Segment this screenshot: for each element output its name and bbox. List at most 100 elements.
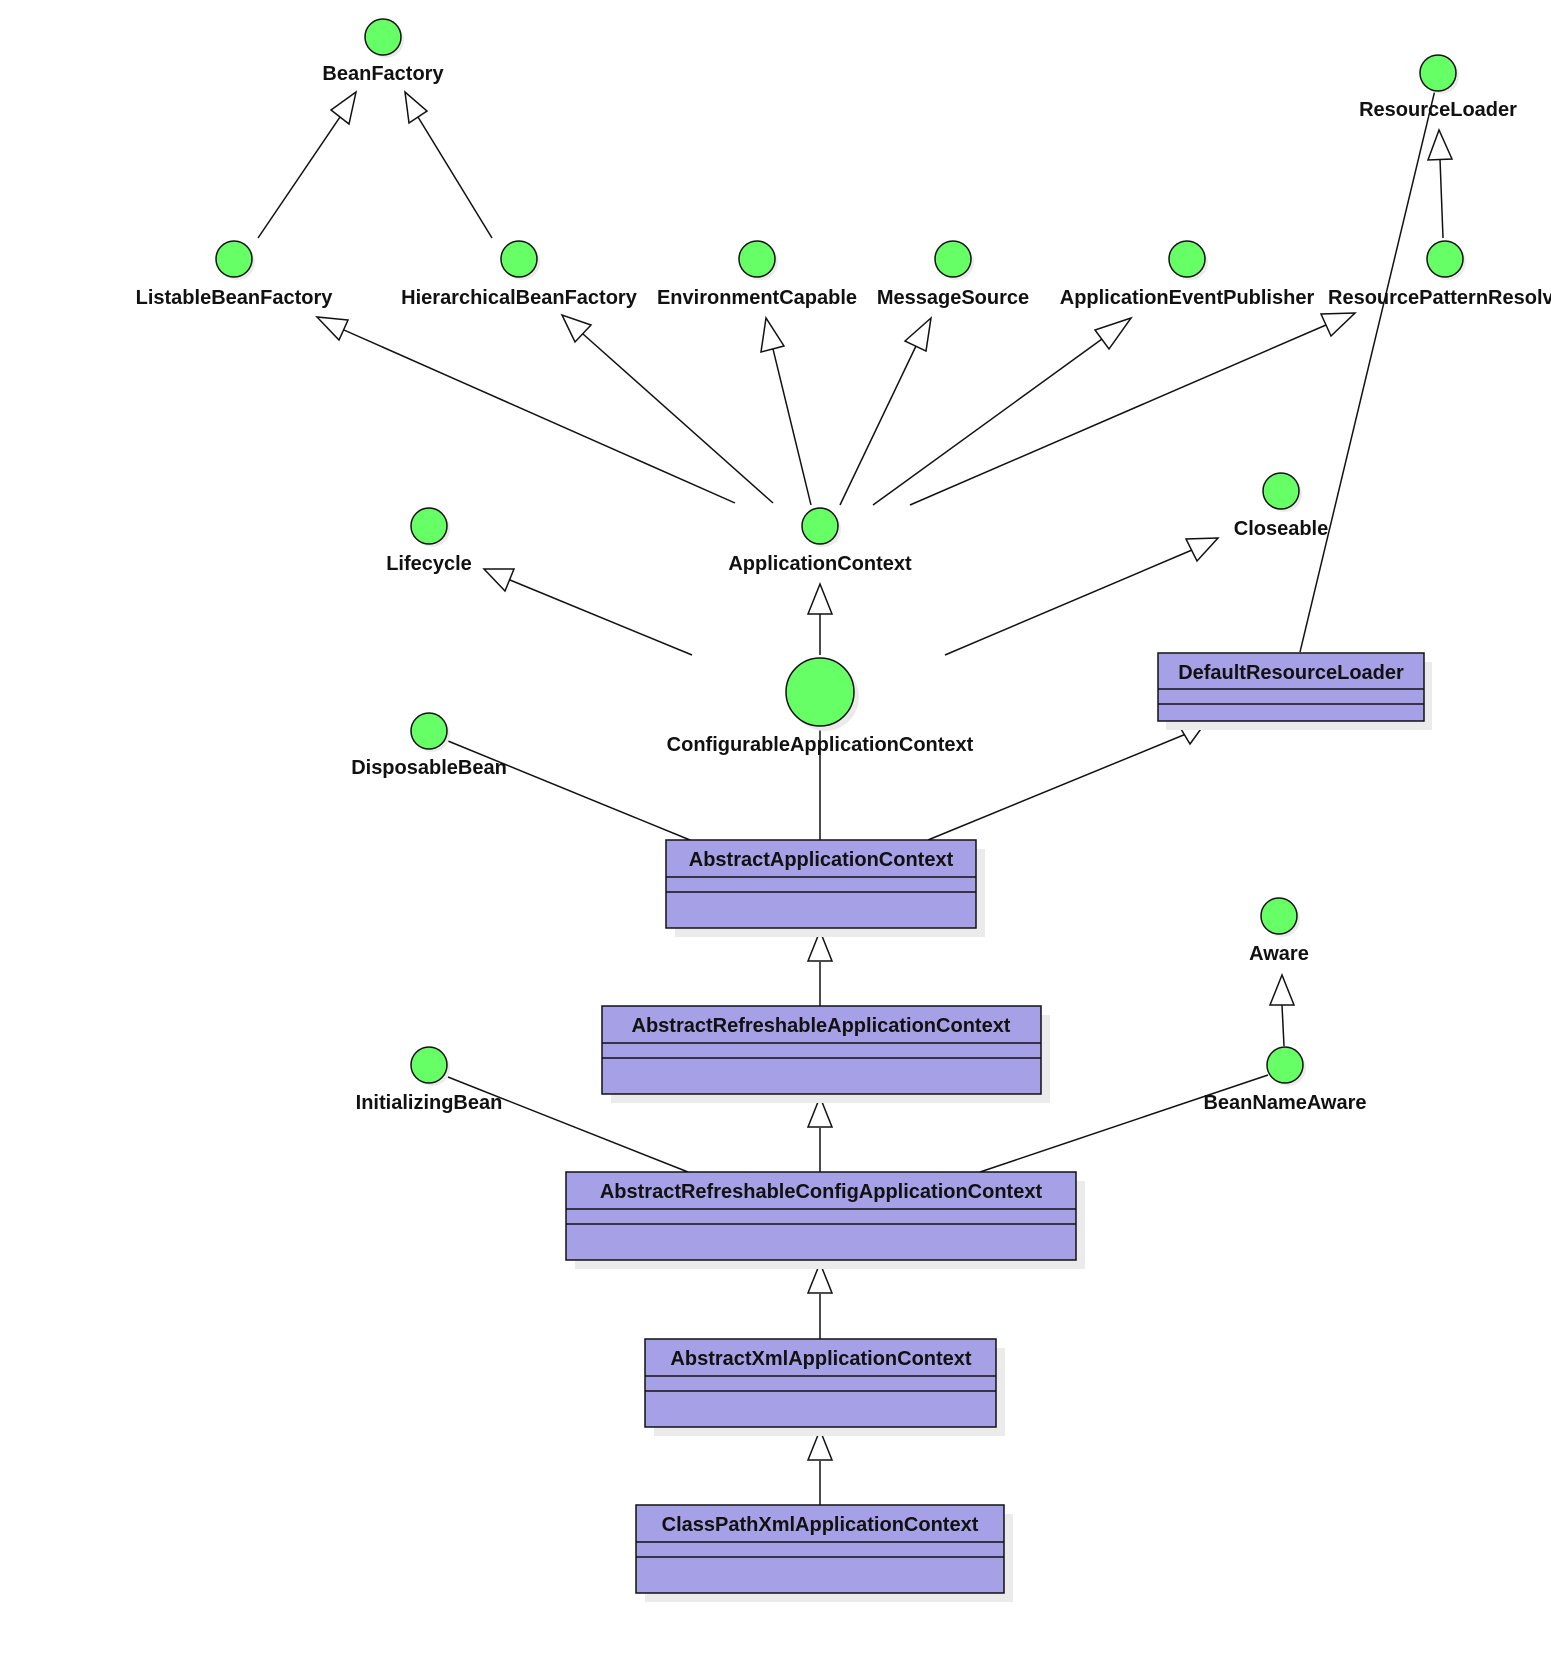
edge-configurable-to-lifecycle: [509, 579, 693, 656]
edge-config-to-beannameaware: [979, 1074, 1269, 1173]
arrowhead-aware: [1268, 972, 1296, 1006]
edge-appcontext-to-eventpublisher: [872, 338, 1103, 506]
interface-bean-name-aware[interactable]: BeanNameAware: [1203, 1046, 1367, 1114]
aware-lollipop: [1260, 897, 1298, 935]
edge-appcontext-to-environment: [772, 348, 812, 506]
arrowhead-xml: [806, 1427, 834, 1461]
class-abstract-refreshable-config-application-context[interactable]: AbstractRefreshableConfigApplicationCont…: [565, 1171, 1085, 1269]
interface-disposable-bean[interactable]: DisposableBean: [351, 712, 507, 779]
edge-resourcepattern-to-resourceloader: [1439, 158, 1444, 239]
resource-loader-label: ResourceLoader: [1359, 99, 1517, 121]
arrowhead-resourcepattern: [1319, 312, 1357, 338]
arrowhead-config: [806, 1260, 834, 1294]
edge-appcontext-to-resourcepattern: [909, 324, 1327, 506]
interface-closeable[interactable]: Closeable: [1234, 472, 1328, 540]
interface-resource-loader[interactable]: ResourceLoader: [1359, 54, 1517, 121]
relationship-lines: [257, 89, 1444, 1505]
edge-beannameaware-to-aware: [1281, 1004, 1285, 1047]
interface-application-context[interactable]: ApplicationContext: [728, 507, 912, 575]
edge-listable-to-beanfactory: [257, 116, 341, 239]
bean-factory-lollipop: [364, 18, 402, 56]
interface-lifecycle[interactable]: Lifecycle: [386, 507, 472, 575]
configurable-application-context-label: ConfigurableApplicationContext: [667, 734, 974, 756]
bean-name-aware-label: BeanNameAware: [1203, 1092, 1366, 1114]
class-class-path-xml-application-context[interactable]: ClassPathXmlApplicationContext: [635, 1504, 1013, 1602]
arrowhead-refreshable: [806, 1094, 834, 1128]
abstract-application-context-box: [665, 839, 977, 929]
edge-config-to-initializingbean: [447, 1076, 689, 1173]
arrowhead-closeable: [1184, 537, 1220, 563]
edge-configurable-to-closeable: [944, 549, 1193, 656]
arrowhead-lifecycle: [482, 568, 516, 593]
interface-listable-bean-factory[interactable]: ListableBeanFactory: [136, 240, 334, 309]
initializing-bean-label: InitializingBean: [356, 1092, 503, 1114]
bean-factory-label: BeanFactory: [322, 63, 444, 85]
message-source-label: MessageSource: [877, 287, 1029, 309]
class-nodes: DefaultResourceLoader AbstractApplicatio…: [565, 652, 1432, 1602]
interface-application-event-publisher[interactable]: ApplicationEventPublisher: [1060, 240, 1315, 309]
message-source-lollipop: [934, 240, 972, 278]
abstract-xml-application-context-label: AbstractXmlApplicationContext: [670, 1348, 971, 1370]
disposable-bean-lollipop: [410, 712, 448, 750]
class-path-xml-application-context-label: ClassPathXmlApplicationContext: [662, 1514, 979, 1536]
application-context-lollipop: [801, 507, 839, 545]
environment-capable-lollipop: [738, 240, 776, 278]
default-resource-loader-box: [1157, 652, 1425, 722]
application-event-publisher-lollipop: [1168, 240, 1206, 278]
aware-label: Aware: [1249, 943, 1309, 965]
initializing-bean-lollipop: [410, 1046, 448, 1084]
generalization-arrowheads: [315, 90, 1454, 1461]
arrowhead-beanfactory-left: [329, 90, 358, 126]
abstract-refreshable-config-application-context-label: AbstractRefreshableConfigApplicationCont…: [600, 1181, 1043, 1203]
class-abstract-xml-application-context[interactable]: AbstractXmlApplicationContext: [644, 1338, 1005, 1436]
arrowhead-beanfactory-right: [404, 90, 429, 125]
environment-capable-label: EnvironmentCapable: [657, 287, 857, 309]
arrowhead-listable: [315, 316, 350, 342]
arrowhead-appcontext: [806, 581, 834, 615]
arrowhead-eventpublisher: [1093, 316, 1133, 351]
interface-initializing-bean[interactable]: InitializingBean: [356, 1046, 503, 1114]
arrowhead-resourceloader: [1426, 128, 1454, 161]
application-context-label: ApplicationContext: [728, 553, 912, 575]
hierarchical-bean-factory-label: HierarchicalBeanFactory: [401, 287, 638, 309]
abstract-refreshable-application-context-label: AbstractRefreshableApplicationContext: [632, 1015, 1011, 1037]
edge-abstractappcontext-to-defaultresourceloader: [927, 733, 1187, 841]
application-event-publisher-label: ApplicationEventPublisher: [1060, 287, 1315, 309]
configurable-application-context-lollipop: [785, 657, 855, 727]
abstract-xml-application-context-box: [644, 1338, 997, 1428]
interface-nodes: BeanFactory ResourceLoader ListableBeanF…: [136, 18, 1551, 1114]
listable-bean-factory-lollipop: [215, 240, 253, 278]
disposable-bean-label: DisposableBean: [351, 757, 507, 779]
class-path-xml-application-context-box: [635, 1504, 1005, 1594]
interface-bean-factory[interactable]: BeanFactory: [322, 18, 444, 85]
edge-abstractappcontext-to-disposablebean: [447, 740, 691, 841]
class-abstract-refreshable-application-context[interactable]: AbstractRefreshableApplicationContext: [601, 1005, 1050, 1103]
arrowhead-hierarchical: [560, 313, 593, 344]
class-default-resource-loader[interactable]: DefaultResourceLoader: [1157, 652, 1432, 730]
class-abstract-application-context[interactable]: AbstractApplicationContext: [665, 839, 985, 937]
edge-appcontext-to-hierarchical: [582, 333, 774, 504]
edge-defaultresourceloader-to-resourceloader: [1299, 89, 1436, 653]
abstract-refreshable-config-application-context-box: [565, 1171, 1077, 1261]
lifecycle-label: Lifecycle: [386, 553, 472, 575]
interface-aware[interactable]: Aware: [1249, 897, 1309, 965]
interface-configurable-application-context[interactable]: ConfigurableApplicationContext: [667, 657, 974, 756]
lifecycle-lollipop: [410, 507, 448, 545]
default-resource-loader-label: DefaultResourceLoader: [1178, 662, 1404, 684]
interface-resource-pattern-resolver[interactable]: ResourcePatternResolv: [1328, 240, 1551, 309]
interface-message-source[interactable]: MessageSource: [877, 240, 1029, 309]
bean-name-aware-lollipop: [1266, 1046, 1304, 1084]
abstract-application-context-label: AbstractApplicationContext: [689, 849, 954, 871]
interface-environment-capable[interactable]: EnvironmentCapable: [657, 240, 857, 309]
edge-appcontext-to-messagesource: [839, 345, 917, 506]
resource-pattern-resolver-lollipop: [1426, 240, 1464, 278]
edge-hierarchical-to-beanfactory: [417, 116, 493, 239]
closeable-label: Closeable: [1234, 518, 1328, 540]
interface-hierarchical-bean-factory[interactable]: HierarchicalBeanFactory: [401, 240, 638, 309]
hierarchical-bean-factory-lollipop: [500, 240, 538, 278]
listable-bean-factory-label: ListableBeanFactory: [136, 287, 334, 309]
edge-appcontext-to-listable: [343, 329, 736, 504]
abstract-refreshable-application-context-box: [601, 1005, 1042, 1095]
arrowhead-environment: [760, 315, 786, 354]
